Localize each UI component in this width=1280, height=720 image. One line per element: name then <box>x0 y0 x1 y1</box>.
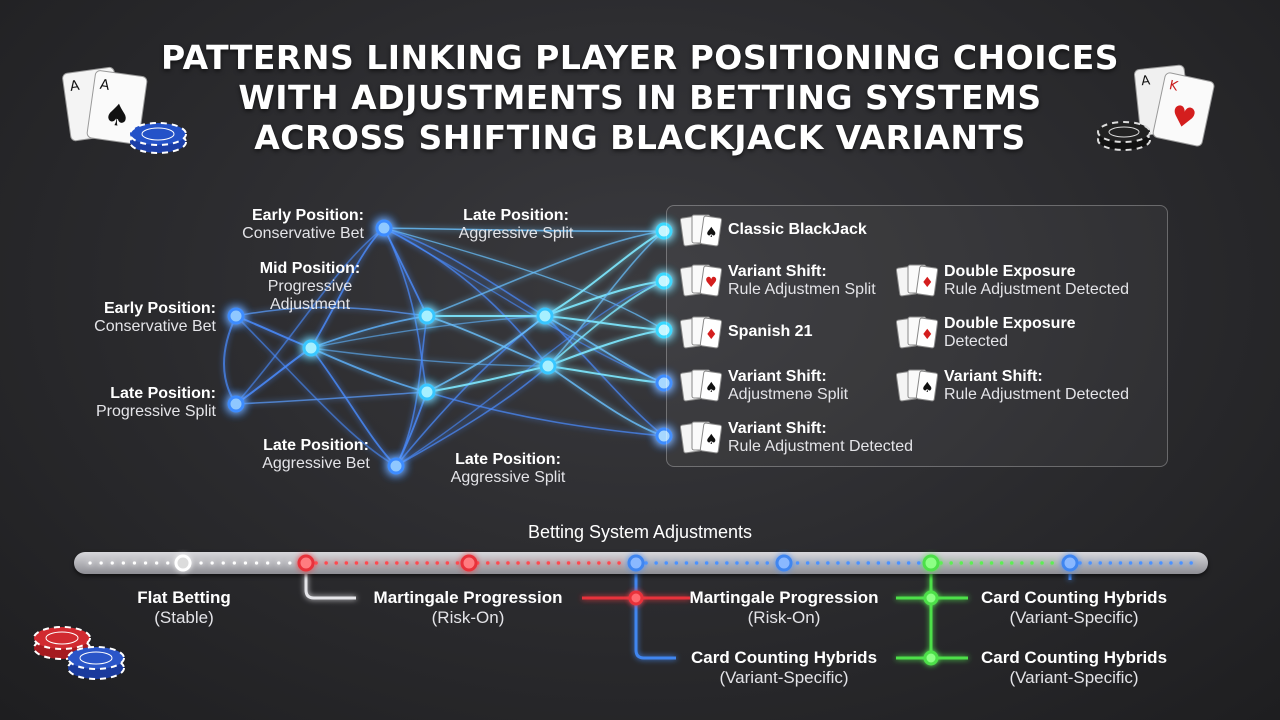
betting-counting-2: Card Counting Hybrids (Variant-Specific) <box>690 648 878 687</box>
svg-text:A: A <box>69 78 81 95</box>
node-variant-3 <box>655 321 673 339</box>
svg-text:♠: ♠ <box>921 380 934 396</box>
title-line-2: WITH ADJUSTMENTS IN BETTING SYSTEMS <box>238 78 1042 117</box>
betting-martingale-2: Martingale Progression (Risk-On) <box>689 588 879 627</box>
playing-cards-icon: ♠ <box>896 369 939 402</box>
node-late-bottom <box>387 457 405 475</box>
svg-text:♦: ♦ <box>921 327 934 343</box>
poker-chips-icon <box>33 626 125 680</box>
svg-text:♠: ♠ <box>705 432 718 448</box>
node-right-bottom <box>539 357 557 375</box>
variants-panel <box>666 205 1168 467</box>
timeline-node-progression <box>627 554 645 572</box>
node-right-top <box>536 307 554 325</box>
svg-text:A: A <box>99 77 111 94</box>
betting-counting-1: Card Counting Hybrids (Variant-Specific) <box>980 588 1168 627</box>
playing-cards-icon: ♥ <box>680 264 723 297</box>
poker-chips-icon <box>1097 121 1151 151</box>
timeline-node-counting <box>922 554 940 572</box>
svg-text:♥: ♥ <box>705 275 718 291</box>
playing-cards-icon: ♦ <box>896 316 939 349</box>
variant-shift-2: ♠ Variant Shift:Adjustmenə Split <box>680 368 848 404</box>
playing-cards-icon: ♠ <box>680 214 723 247</box>
title-line-1: PATTERNS LINKING PLAYER POSITIONING CHOI… <box>160 38 1120 77</box>
title-line-3: ACROSS SHIFTING BLACKJACK VARIANTS <box>254 118 1026 157</box>
node-variant-4 <box>655 374 673 392</box>
playing-cards-icon: ♠ <box>680 421 723 454</box>
variant-shift-3: ♠ Variant Shift:Rule Adjustment Detected <box>896 368 1129 404</box>
betting-martingale-1: Martingale Progression (Risk-On) <box>373 588 563 627</box>
playing-cards-icon: ♦ <box>680 316 723 349</box>
timeline-node-progression-2 <box>775 554 793 572</box>
betting-section-title: Betting System Adjustments <box>527 522 753 542</box>
svg-text:♦: ♦ <box>705 327 718 343</box>
network-links <box>223 227 665 467</box>
position-label-late-top: Late Position: Aggressive Split <box>458 207 574 242</box>
variant-shift-4: ♠ Variant Shift:Rule Adjustment Detected <box>680 420 913 456</box>
variant-classic-blackjack: ♠ Classic BlackJack <box>680 213 867 247</box>
betting-junctions <box>628 590 939 666</box>
betting-counting-3: Card Counting Hybrids (Variant-Specific) <box>980 648 1168 687</box>
variant-shift-1: ♥ Variant Shift:Rule Adjustmen Split <box>680 263 876 299</box>
position-label-late-left: Late Position: Progressive Split <box>95 385 216 420</box>
svg-text:A: A <box>1140 73 1151 89</box>
position-label-early-top: Early Position: Conservative Bet <box>242 207 364 242</box>
playing-cards-icon: ♦ <box>896 264 939 297</box>
playing-cards-icon: K ♥ <box>1152 72 1215 147</box>
timeline-node-martingale-2 <box>460 554 478 572</box>
svg-text:K: K <box>1168 78 1180 95</box>
node-variant-2 <box>655 272 673 290</box>
node-late-left <box>227 395 245 413</box>
svg-text:♠: ♠ <box>705 380 718 396</box>
node-variant-5 <box>655 427 673 445</box>
node-center-top <box>418 307 436 325</box>
svg-text:♠: ♠ <box>102 97 134 135</box>
playing-cards-icon: A ♠ <box>86 70 148 145</box>
position-label-late-bottom: Late Position: Aggressive Bet <box>262 437 370 472</box>
position-label-early-left: Early Position: Conservative Bet <box>94 300 216 335</box>
playing-cards-icon: ♠ <box>680 369 723 402</box>
node-variant-1 <box>655 222 673 240</box>
timeline-node-counting-2 <box>1061 554 1079 572</box>
position-label-mid: Mid Position: Progressive Adjustment <box>259 260 361 313</box>
position-label-late-bottom-right: Late Position: Aggressive Split <box>450 451 566 486</box>
svg-text:♠: ♠ <box>705 225 718 241</box>
svg-text:♦: ♦ <box>921 275 934 291</box>
node-early-top <box>375 219 393 237</box>
poker-chips-icon <box>129 122 187 154</box>
network-nodes <box>227 219 673 475</box>
betting-flat: Flat Betting (Stable) <box>137 588 231 627</box>
node-mid <box>302 339 320 357</box>
timeline-node-martingale <box>297 554 315 572</box>
node-center-bottom <box>418 383 436 401</box>
timeline-node-flat <box>174 554 192 572</box>
node-early-left <box>227 307 245 325</box>
variant-spanish-21: ♦ Spanish 21 <box>680 315 812 349</box>
page-title: PATTERNS LINKING PLAYER POSITIONING CHOI… <box>150 38 1130 158</box>
